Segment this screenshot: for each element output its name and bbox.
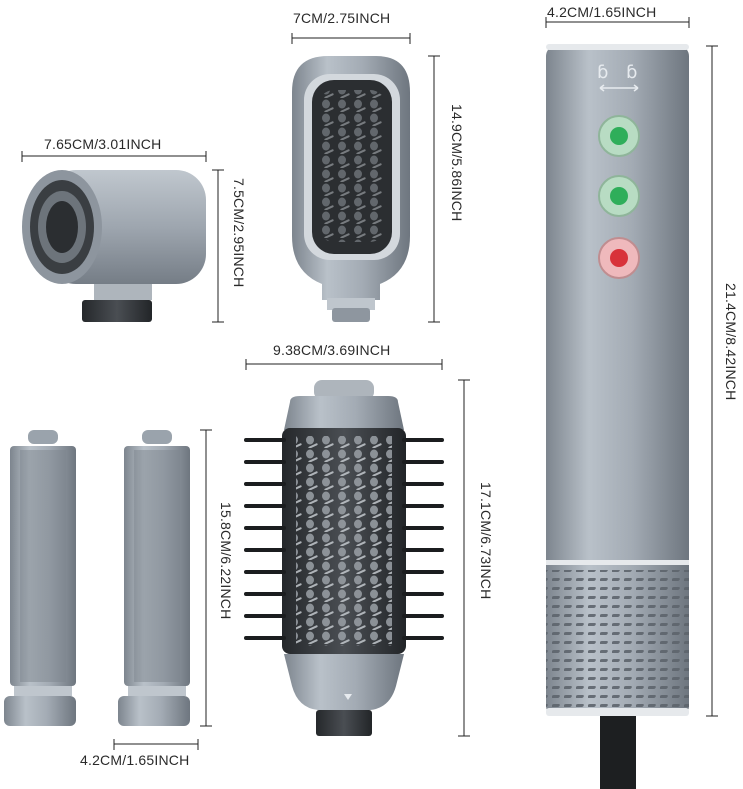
brush-height-label: 14.9CM/5.86INCH [449, 104, 465, 222]
handle-height-label: 21.4CM/8.42INCH [723, 283, 739, 401]
curling-barrel-left [4, 430, 76, 726]
round-brush [244, 380, 444, 736]
heat-button-2[interactable] [598, 175, 640, 217]
brush-width-label: 7CM/2.75INCH [293, 10, 391, 26]
concentrator-width-label: 7.65CM/3.01INCH [44, 136, 162, 152]
concentrator-nozzle [22, 170, 206, 322]
round-brush-width-label: 9.38CM/3.69INCH [273, 342, 391, 358]
heat-button-1[interactable] [598, 115, 640, 157]
round-brush-height-label: 17.1CM/6.73INCH [478, 482, 494, 600]
handle-width-label: 4.2CM/1.65INCH [547, 4, 657, 20]
dimension-lines [21, 17, 718, 750]
barrel-width-label: 4.2CM/1.65INCH [80, 752, 190, 768]
handle: ɓ ɓ [546, 44, 689, 789]
curling-barrel-right [118, 430, 190, 726]
concentrator-height-label: 7.5CM/2.95INCH [231, 178, 247, 288]
svg-text:ɓ: ɓ [626, 62, 637, 83]
barrel-height-label: 15.8CM/6.22INCH [218, 502, 234, 620]
power-button[interactable] [598, 237, 640, 279]
svg-text:ɓ: ɓ [597, 62, 608, 83]
paddle-brush [292, 56, 410, 322]
